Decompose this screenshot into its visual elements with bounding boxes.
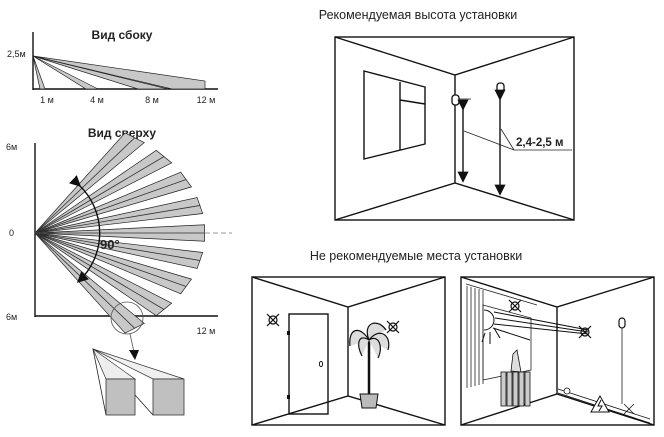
side-beam-1m bbox=[32, 55, 46, 90]
room-frame bbox=[460, 276, 655, 426]
radiator bbox=[500, 371, 531, 407]
height-label: 2,4-2,5 м bbox=[516, 137, 564, 149]
floor-lines bbox=[460, 393, 655, 426]
top-x-label: 12 м bbox=[197, 326, 216, 336]
sensor-icon bbox=[618, 317, 626, 329]
door-hinge bbox=[287, 395, 290, 399]
beam-center-line bbox=[34, 205, 201, 234]
window-transom bbox=[399, 99, 426, 105]
sensor-wall-icon bbox=[496, 82, 505, 94]
beam-center-line bbox=[34, 156, 165, 234]
recommended-room: Рекомендуемая высота установки 2,4-2,5 м bbox=[319, 8, 575, 221]
window bbox=[482, 304, 532, 381]
side-beam-12m bbox=[32, 55, 206, 90]
ceiling-lines bbox=[334, 36, 575, 76]
high-voltage-warning-icon bbox=[590, 394, 610, 413]
door bbox=[288, 313, 329, 415]
heat-source-icon bbox=[510, 349, 522, 373]
forbidden-mark-icon bbox=[578, 325, 592, 339]
not-recommended-title: Не рекомендуемые места установки bbox=[310, 249, 522, 263]
floor-lines bbox=[251, 395, 446, 426]
side-label-8m: 8 м bbox=[145, 95, 159, 105]
leader-2 bbox=[500, 128, 515, 151]
window bbox=[363, 70, 426, 160]
side-view-title: Вид сбоку bbox=[92, 28, 153, 42]
top-y-zero-label: 0 bbox=[9, 228, 14, 238]
ceiling-lines bbox=[460, 276, 655, 308]
side-beam-4m bbox=[32, 55, 99, 90]
zoom-arrow-icon bbox=[129, 350, 139, 360]
room-frame bbox=[334, 36, 575, 221]
floor-lines bbox=[334, 182, 575, 221]
door-handle bbox=[318, 360, 324, 368]
ceiling-lines bbox=[251, 276, 446, 308]
side-height-label: 2,5м bbox=[7, 49, 26, 59]
top-view-title: Вид сверху bbox=[88, 126, 157, 140]
side-view: Вид сбоку 2,5м 1 м 4 м 8 м 12 м bbox=[7, 28, 218, 105]
palm-plant bbox=[349, 322, 390, 409]
lightning-icon bbox=[597, 399, 603, 412]
recommended-title: Рекомендуемая высота установки bbox=[319, 8, 517, 22]
angle-label: 90° bbox=[100, 237, 120, 252]
top-y-top-label: 6м bbox=[6, 142, 17, 152]
beam-detail-blocks bbox=[92, 347, 185, 416]
top-y-bottom-label: 6м bbox=[6, 312, 17, 322]
beam-center-line bbox=[34, 232, 187, 287]
zoom-leader bbox=[129, 333, 135, 353]
zoom-circle bbox=[110, 301, 144, 335]
side-label-1m: 1 м bbox=[40, 95, 54, 105]
room-door-plant bbox=[251, 276, 446, 426]
sun-icon bbox=[481, 309, 589, 344]
top-view: Вид сверху 90° 6м 0 6м 12 м bbox=[6, 126, 232, 416]
room-frame bbox=[251, 276, 446, 426]
door-hinge bbox=[287, 331, 290, 335]
beam-center-line bbox=[34, 179, 187, 234]
forbidden-mark-icon bbox=[386, 320, 400, 334]
beam-center-line bbox=[34, 232, 165, 310]
side-label-4m: 4 м bbox=[90, 95, 104, 105]
side-label-12m: 12 м bbox=[197, 95, 216, 105]
sensor-corner-icon bbox=[451, 94, 460, 106]
beam-center-line bbox=[34, 232, 201, 261]
forbidden-mark-icon bbox=[266, 313, 280, 327]
angle-arc bbox=[69, 175, 101, 283]
room-sun-radiator bbox=[460, 276, 655, 426]
forbidden-mark-icon bbox=[508, 299, 522, 313]
